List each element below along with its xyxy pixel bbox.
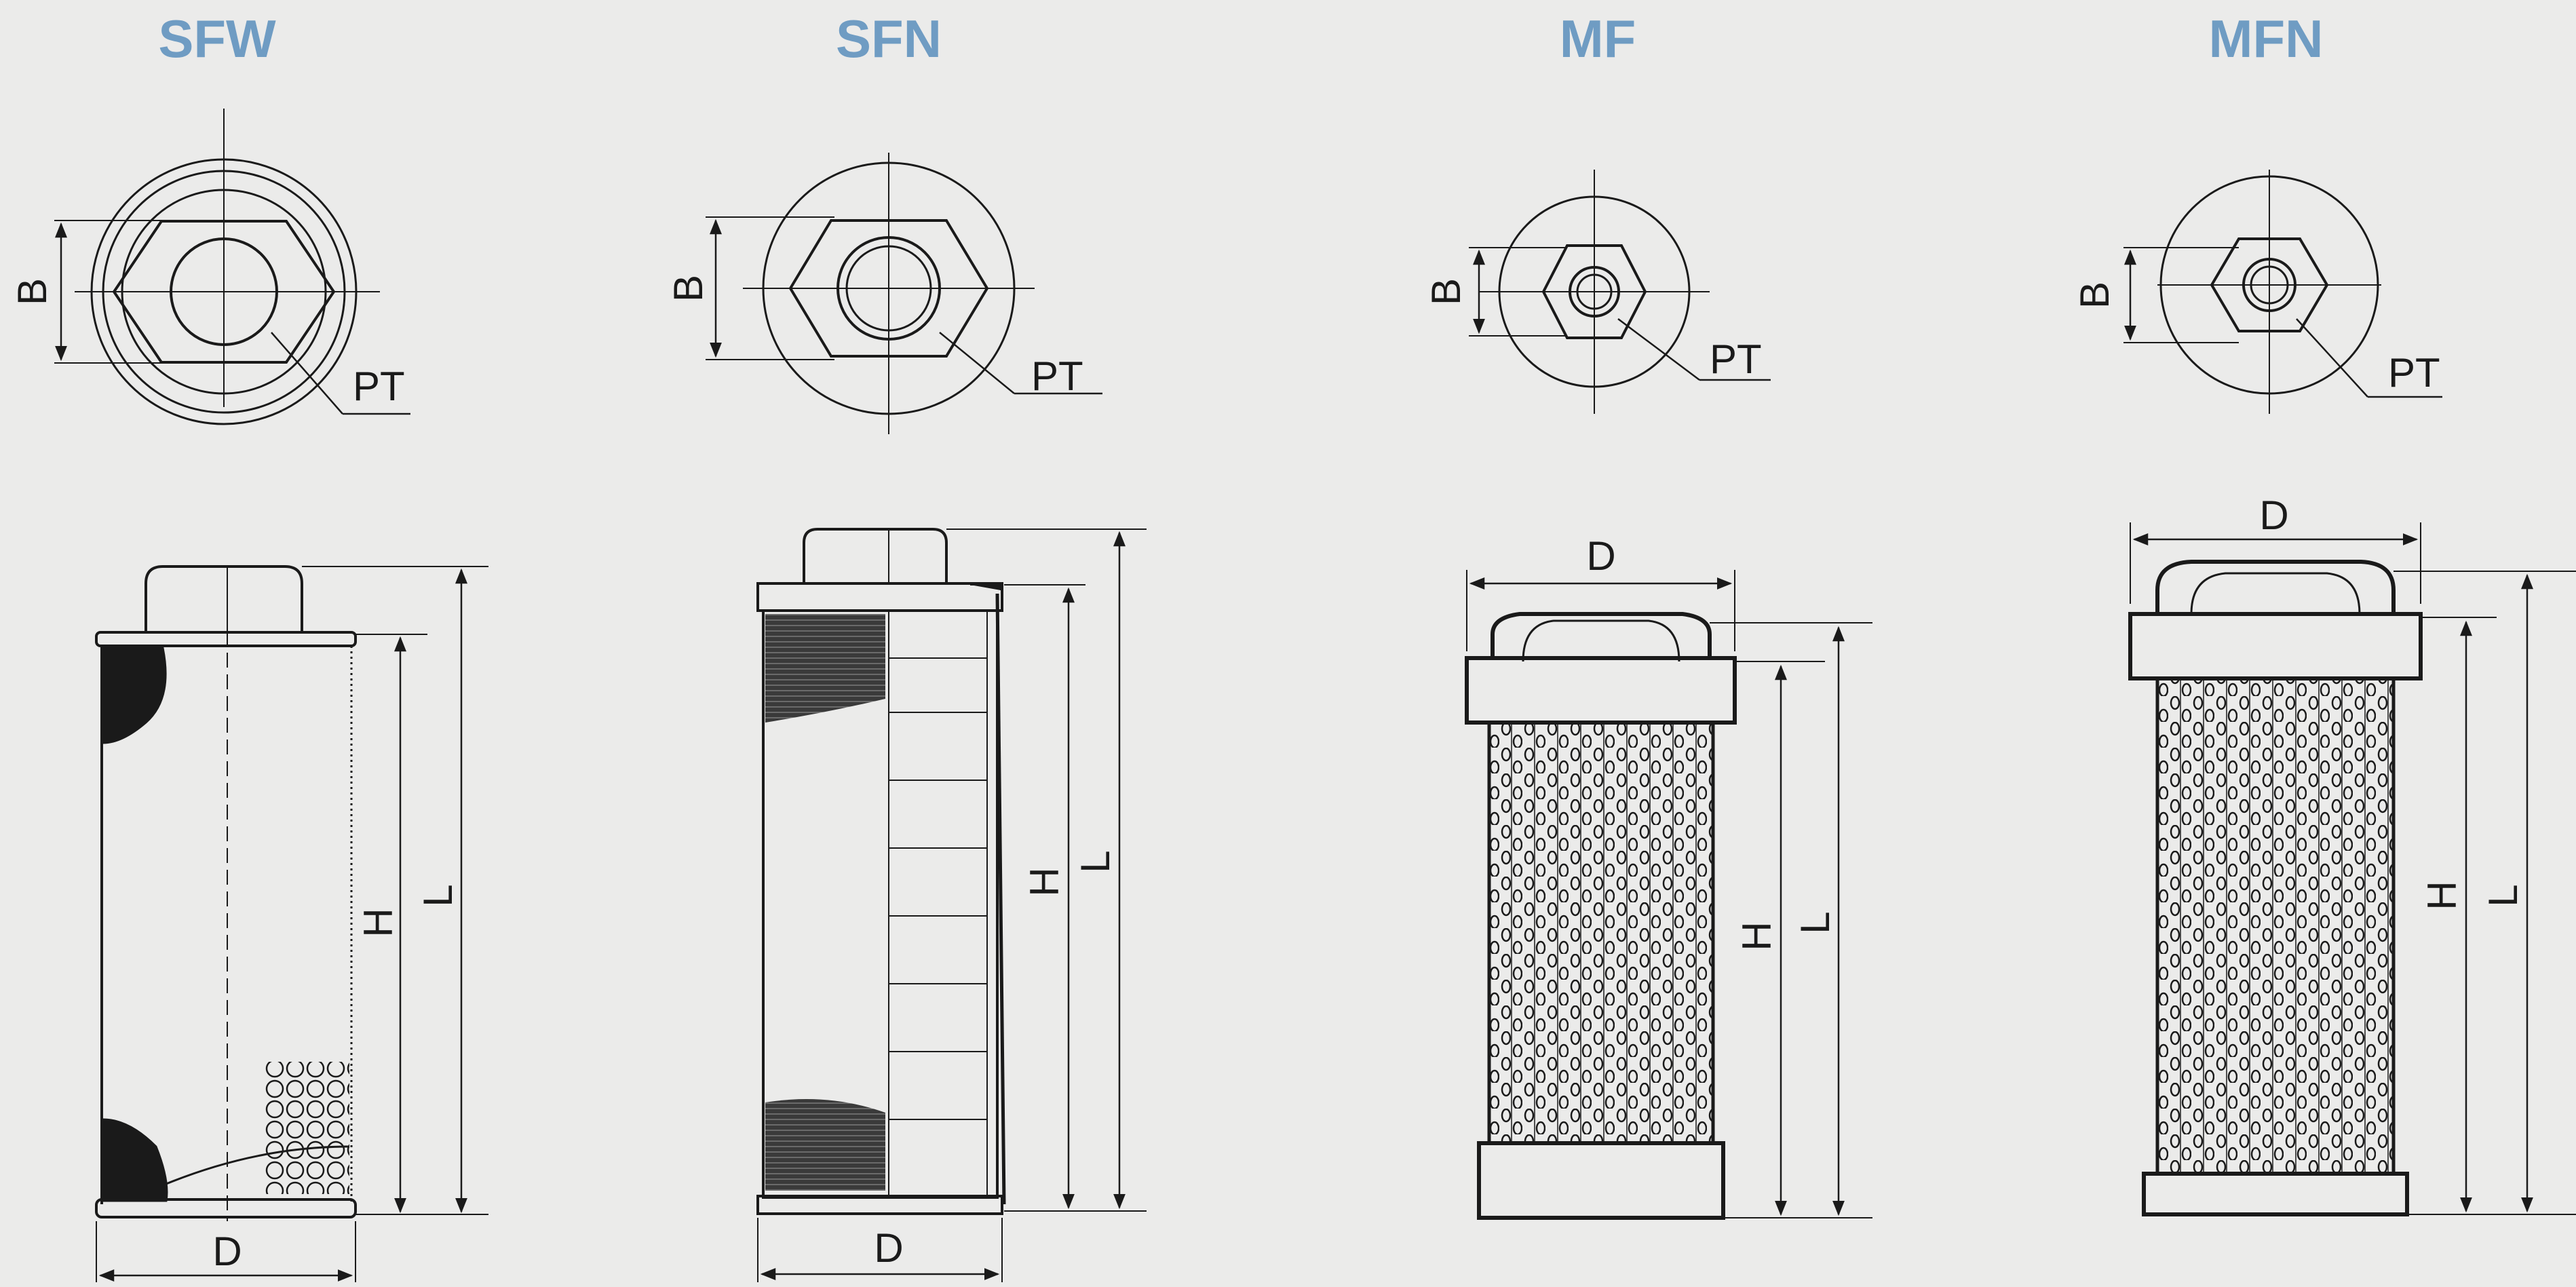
title-sfn: SFN xyxy=(836,9,942,69)
mf-b-label: B xyxy=(1423,278,1469,305)
mfn-side-view xyxy=(2128,522,2576,1216)
mfn-d-label: D xyxy=(2259,493,2288,538)
sfn-top-view xyxy=(706,153,1102,434)
sfw-h-label: H xyxy=(355,908,401,937)
sfn-side-view xyxy=(756,528,1147,1282)
mfn-b-label: B xyxy=(2072,282,2117,309)
sfw-l-label: L xyxy=(415,884,461,906)
sfw-top-view xyxy=(54,109,410,425)
title-sfw: SFW xyxy=(158,9,276,69)
title-mf: MF xyxy=(1559,9,1636,69)
sfn-pt-label: PT xyxy=(1031,353,1083,399)
mf-pt-label: PT xyxy=(1710,337,1762,382)
mf-l-label: L xyxy=(1792,911,1838,934)
sfw-side-view xyxy=(95,565,488,1282)
sfn-l-label: L xyxy=(1073,850,1118,872)
mfn-top-view xyxy=(2123,170,2442,414)
mf-h-label: H xyxy=(1734,921,1780,950)
mf-top-view xyxy=(1469,170,1771,414)
mf-side-view xyxy=(1465,570,1872,1220)
mfn-h-label: H xyxy=(2419,881,2465,910)
sfn-d-label: D xyxy=(874,1225,903,1271)
sfw-pt-label: PT xyxy=(353,364,405,409)
mf-d-label: D xyxy=(1586,533,1615,579)
mfn-pt-label: PT xyxy=(2388,350,2440,396)
title-mfn: MFN xyxy=(2208,9,2324,69)
mfn-l-label: L xyxy=(2480,884,2526,906)
sfw-b-label: B xyxy=(9,278,55,305)
sfn-h-label: H xyxy=(1022,867,1067,896)
sfw-d-label: D xyxy=(212,1229,242,1274)
sfn-b-label: B xyxy=(666,275,711,302)
